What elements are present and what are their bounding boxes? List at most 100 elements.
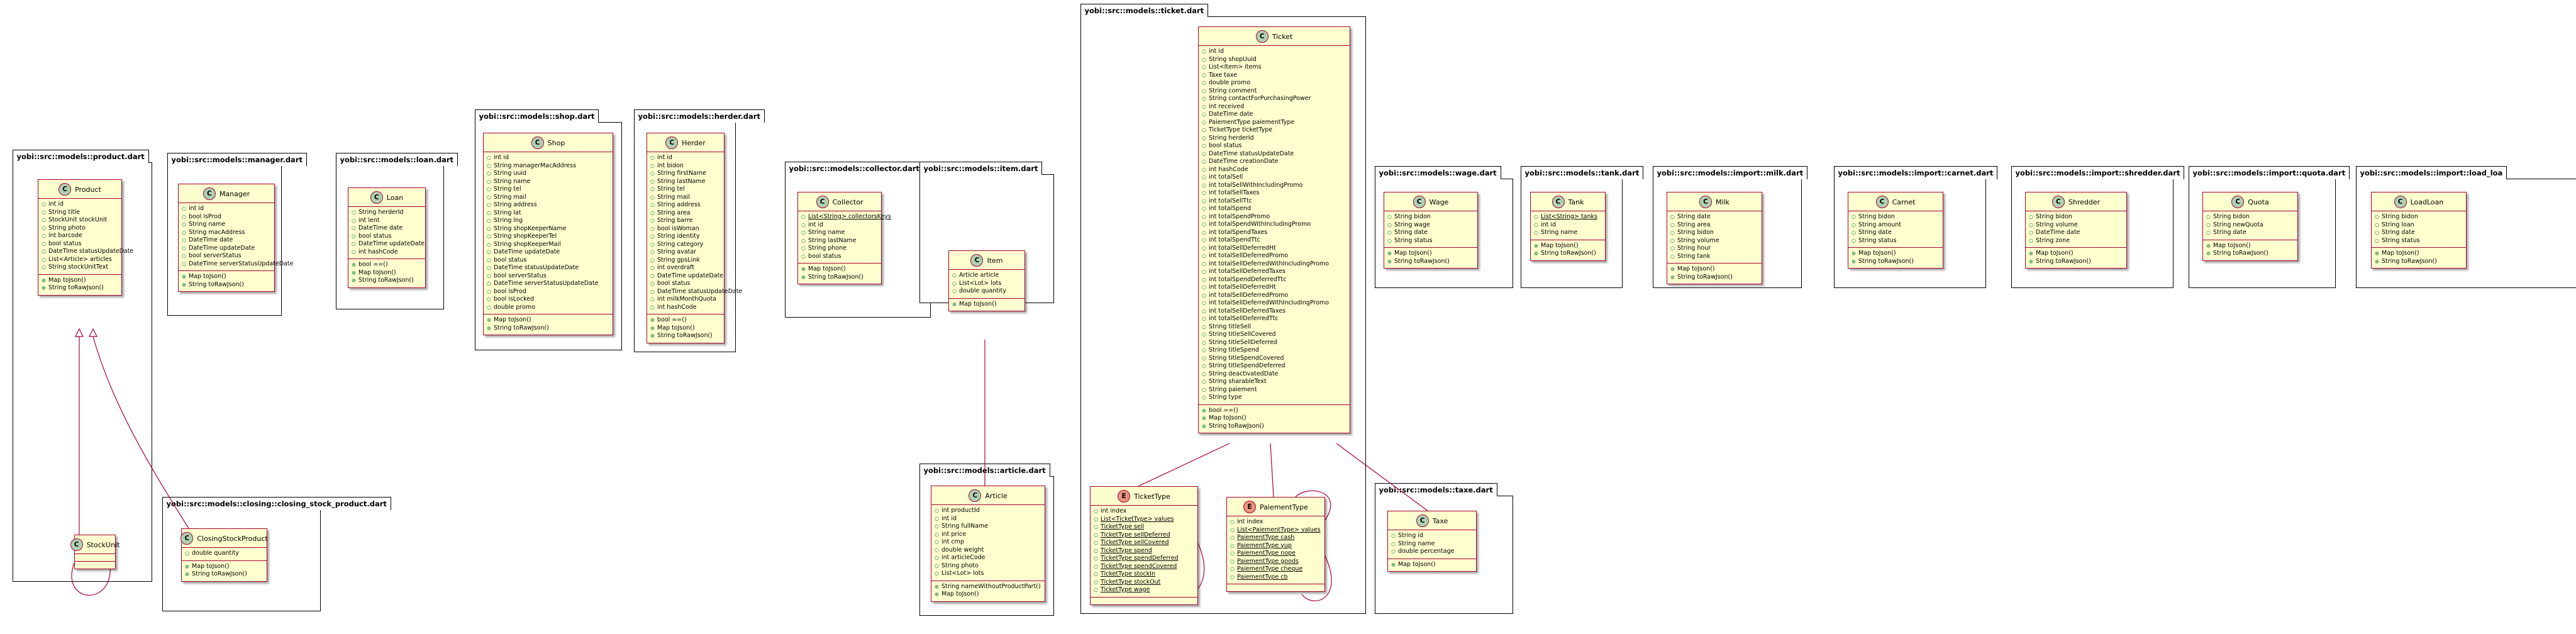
public-field-icon: ○ bbox=[1230, 558, 1235, 564]
field-text: PaiementType goods bbox=[1237, 557, 1299, 565]
field-row: ○double quantity bbox=[952, 287, 1021, 296]
public-field-icon: ○ bbox=[1202, 166, 1206, 172]
field-row: ○int milkMonthQuota bbox=[650, 296, 721, 304]
public-field-icon: ○ bbox=[352, 225, 356, 231]
public-field-icon: ○ bbox=[1852, 230, 1856, 235]
public-field-icon: ○ bbox=[935, 547, 939, 553]
field-text: int totalSellDeferredPromo bbox=[1209, 291, 1289, 299]
public-field-icon: ○ bbox=[952, 288, 957, 294]
field-text: bool isLocked bbox=[494, 296, 535, 303]
field-text: double percentage bbox=[1398, 548, 1455, 555]
public-method-icon: ● bbox=[1534, 242, 1538, 248]
field-row: ○PaiementType cheque bbox=[1230, 565, 1321, 574]
public-field-icon: ○ bbox=[487, 304, 491, 310]
field-row: ○PaiementType nope bbox=[1230, 550, 1321, 558]
field-text: int index bbox=[1237, 518, 1263, 525]
public-field-icon: ○ bbox=[487, 170, 491, 176]
public-field-icon: ○ bbox=[487, 155, 491, 160]
field-text: int totalSpendDeferredTtc bbox=[1209, 275, 1287, 283]
class-fields: ○Article article○List<Lot> lots○double q… bbox=[949, 270, 1024, 299]
field-row: ○String tank bbox=[1670, 253, 1758, 261]
method-text: String toRawJson() bbox=[189, 281, 244, 288]
public-field-icon: ○ bbox=[487, 225, 491, 231]
field-row: ○String date bbox=[1387, 229, 1474, 237]
method-text: Map toJson() bbox=[959, 300, 997, 308]
field-text: List<String> tanks bbox=[1541, 213, 1597, 220]
public-field-icon: ○ bbox=[2029, 230, 2033, 235]
field-row: ○TicketType spend bbox=[1094, 547, 1194, 555]
public-field-icon: ○ bbox=[801, 253, 806, 259]
field-row: ○String comment bbox=[1202, 87, 1346, 96]
field-text: PaiementType nope bbox=[1237, 550, 1296, 557]
public-field-icon: ○ bbox=[801, 237, 806, 243]
field-text: int articleCode bbox=[941, 554, 985, 561]
field-row: ○int totalSellDeferredPromo bbox=[1202, 252, 1346, 260]
public-field-icon: ○ bbox=[1230, 542, 1235, 548]
class-methods bbox=[1227, 584, 1324, 591]
class-badge-icon: C bbox=[180, 532, 194, 545]
public-field-icon: ○ bbox=[182, 253, 186, 259]
field-text: DateTime updateDate bbox=[358, 240, 425, 247]
method-row: ●Map toJson() bbox=[487, 316, 609, 325]
field-row: ○DateTime creationDate bbox=[1202, 158, 1346, 166]
field-row: ○bool isProd bbox=[182, 213, 271, 221]
public-method-icon: ● bbox=[352, 262, 356, 267]
field-row: ○double weight bbox=[935, 547, 1041, 555]
field-text: bool status bbox=[358, 232, 392, 240]
public-method-icon: ● bbox=[487, 325, 491, 331]
public-field-icon: ○ bbox=[2206, 230, 2211, 235]
public-field-icon: ○ bbox=[1202, 64, 1206, 70]
field-row: ○String bidon bbox=[1387, 213, 1474, 221]
public-field-icon: ○ bbox=[650, 225, 655, 231]
class-fields: ○int id○int bidon○String firstName○Strin… bbox=[647, 152, 742, 314]
class-badge-icon: C bbox=[2394, 196, 2407, 208]
field-text: String shopKeeperName bbox=[494, 225, 567, 232]
class-badge-icon: C bbox=[1416, 514, 1429, 527]
field-row: ○PaiementType paiementType bbox=[1202, 119, 1346, 127]
public-method-icon: ● bbox=[935, 591, 939, 597]
class-name: Taxe bbox=[1432, 516, 1448, 525]
class-badge-icon: C bbox=[1552, 196, 1565, 208]
class-badge-icon: C bbox=[531, 136, 544, 149]
field-row: ○PaiementType cb bbox=[1230, 574, 1321, 582]
inheritance-arrow-icon bbox=[89, 328, 97, 337]
method-text: String toRawJson() bbox=[494, 324, 549, 331]
public-field-icon: ○ bbox=[1230, 519, 1235, 525]
field-text: String date bbox=[2213, 229, 2246, 236]
field-row: ○String titleSpendDeferred bbox=[1202, 362, 1346, 370]
class-methods: ●Map toJson()●String toRawJson() bbox=[2372, 248, 2466, 268]
inheritance-arrow-icon bbox=[75, 328, 84, 337]
field-row: ○String identity bbox=[650, 233, 721, 241]
public-field-icon: ○ bbox=[1391, 548, 1396, 554]
field-row: ○int totalSellWithIncludingPromo bbox=[1202, 182, 1346, 190]
self-relation-paiementtype bbox=[1301, 553, 1332, 601]
public-field-icon: ○ bbox=[650, 281, 655, 286]
field-text: String tel bbox=[494, 186, 521, 192]
field-row: ○DateTime statusUpdateDate bbox=[42, 248, 133, 256]
public-field-icon: ○ bbox=[352, 209, 356, 215]
public-field-icon: ○ bbox=[1202, 245, 1206, 251]
method-row: ●Map toJson() bbox=[952, 301, 1021, 309]
